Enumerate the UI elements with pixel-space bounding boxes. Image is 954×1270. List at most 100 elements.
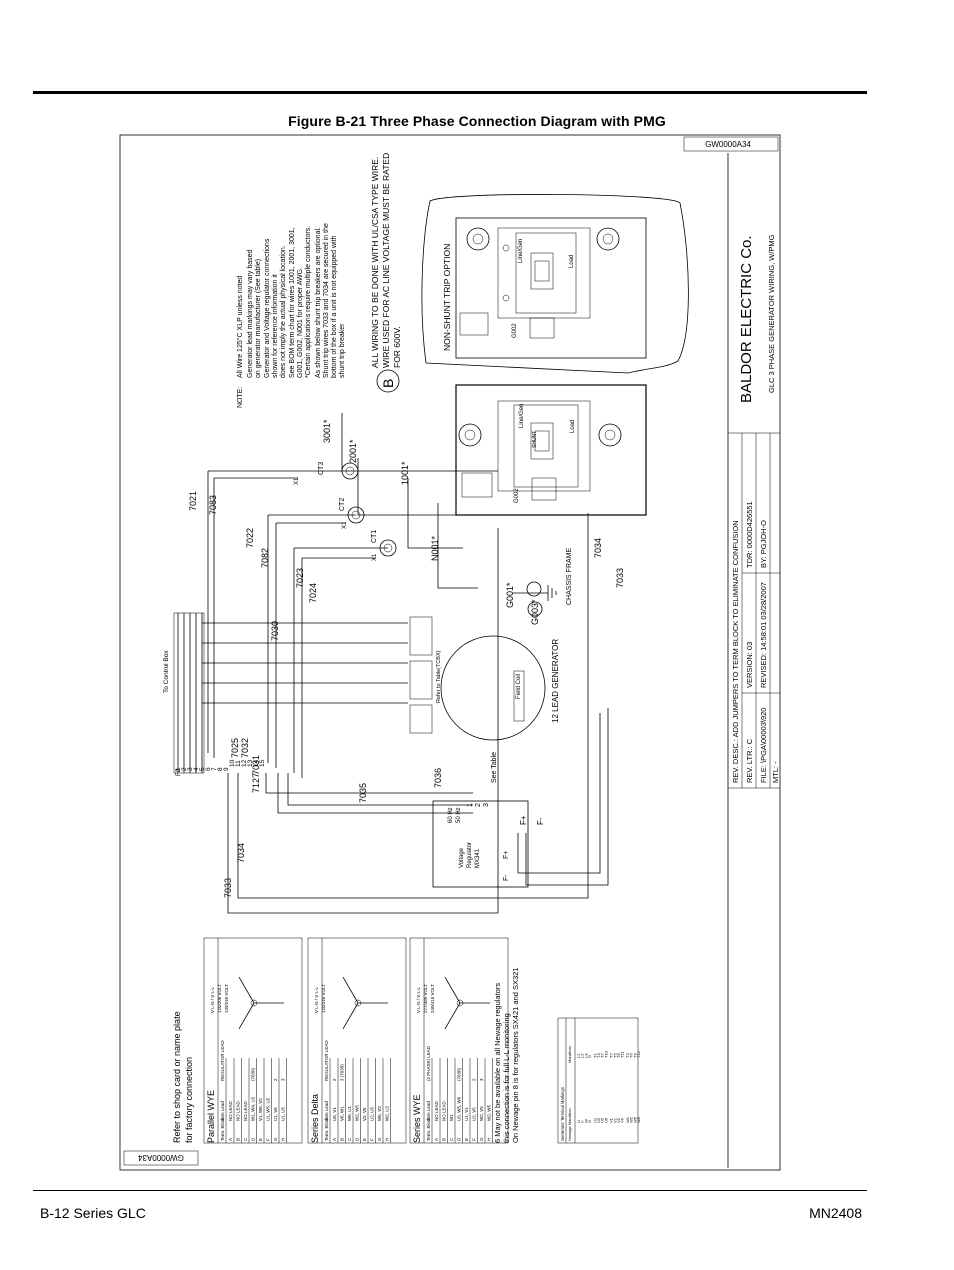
wire-7031: 7031 xyxy=(251,755,261,775)
drawing-frame xyxy=(119,134,781,1171)
footer-rule xyxy=(33,1190,867,1191)
wire-3001: 3001* xyxy=(322,419,332,443)
table-cell: B xyxy=(236,1138,241,1141)
table-cell: W5, V2 xyxy=(377,1106,382,1121)
reg-fminus: F- xyxy=(503,874,510,881)
note-line-7: G001, G002, N001 for proper AWG. xyxy=(297,267,304,378)
ct2-x1: X1 xyxy=(342,521,348,529)
tb-version: VERSION: 03 xyxy=(745,642,754,688)
tb-mtl: MTL: - xyxy=(771,761,780,783)
note-line-11: bottom of the box if a unit is not equip… xyxy=(331,235,338,378)
table-cell: A xyxy=(434,1138,439,1141)
tb-file: FILE: \PGA\00003\920 xyxy=(759,708,768,783)
ns-load: Load xyxy=(569,255,575,268)
reg-fplus: F+ xyxy=(503,851,510,859)
table-cell: 3 (7030) xyxy=(340,1064,345,1081)
term-7: 7 xyxy=(211,767,218,771)
table-cell: G xyxy=(273,1137,278,1141)
table-header-1: Gen Lead xyxy=(324,1101,329,1121)
ns-line-gen: Line/Gen xyxy=(518,239,524,263)
reg-t3: 3 xyxy=(483,803,490,807)
reg-t2: 2 xyxy=(475,803,482,807)
reg-title-1: Regulator xyxy=(467,842,473,868)
wire-7034-left: 7034 xyxy=(236,843,246,863)
reg-t1: 1 xyxy=(467,803,474,807)
ct1-x1: X1 xyxy=(372,553,378,561)
table-cell: G xyxy=(377,1137,382,1141)
marking-cell: T8 xyxy=(616,1053,621,1058)
table-cell: G xyxy=(479,1137,484,1141)
drawing-number-box-bottom xyxy=(123,1150,199,1166)
ct3-label: CT3 xyxy=(318,462,325,475)
ct3-x1: X1 xyxy=(294,477,300,485)
wire-g003: G003* xyxy=(530,599,540,625)
note-line-12: shunt trip breaker xyxy=(339,323,346,378)
table-header-2: (2 PHASE) LEAD xyxy=(426,1045,431,1081)
generator-label: 12 LEAD GENERATOR xyxy=(551,639,560,723)
term-9: 9 xyxy=(223,767,230,771)
marking-cell: U1 xyxy=(592,1117,597,1123)
tb-revised: REVISED: 14:58:01 03/28/2007 xyxy=(759,582,768,688)
marking-cell: T2 xyxy=(609,1053,614,1058)
wire-7035: 7035 xyxy=(358,783,368,803)
wire-7034-right: 7034 xyxy=(593,538,603,558)
table-cell: F xyxy=(370,1138,375,1141)
table-cell: F xyxy=(472,1138,477,1141)
table-cell: H xyxy=(281,1138,286,1141)
table-cell: H xyxy=(385,1138,390,1141)
table-cell: W1 xyxy=(449,1114,454,1121)
term-6: 6 xyxy=(205,767,212,771)
non-shunt-label: NON-SHUNT TRIP OPTION xyxy=(442,244,452,351)
f-minus-label: F- xyxy=(536,817,545,825)
wire-7023: 7023 xyxy=(295,568,305,588)
marking-cell: T3 xyxy=(625,1053,630,1058)
term-10: 10 xyxy=(229,759,236,767)
refer-line-1: for factory connection xyxy=(184,1057,194,1143)
note-b-line-2: FOR 600V. xyxy=(392,326,402,368)
table-title: Series Delta xyxy=(310,1094,320,1143)
term-11: 11 xyxy=(235,760,242,767)
drawing-number-box xyxy=(683,136,779,152)
table-cell: 3 xyxy=(479,1078,484,1081)
ct1-label: CT1 xyxy=(371,530,378,543)
table-cell: U1, V6 xyxy=(273,1107,278,1121)
term-8: 8 xyxy=(217,767,224,771)
marking-cell: W5 xyxy=(632,1116,637,1123)
table-cell: V6, W1 xyxy=(340,1106,345,1121)
header-rule xyxy=(33,91,867,94)
marking-cell: T12 xyxy=(636,1050,641,1058)
table-volts: 240/416 VOLT xyxy=(430,984,435,1013)
term-4: 4 xyxy=(193,767,200,771)
table-title: Parallel WYE xyxy=(206,1090,216,1143)
marking-cell: V6 xyxy=(620,1117,625,1123)
reg-title-2: MX341 xyxy=(475,848,481,868)
terminal-strip-box xyxy=(173,612,205,774)
footnote-0: 6 May not be available on all Newage reg… xyxy=(493,983,502,1143)
reg-60hz: 60 Hz xyxy=(448,807,454,823)
table-cell: U1, V1 xyxy=(464,1107,469,1121)
note-b-line-0: ALL WIRING TO BE DONE WITH UL/CSA TYPE W… xyxy=(370,157,380,368)
current-transformers: CT3 CT2 CT1 X1 X1 X1 xyxy=(294,462,397,561)
wire-7030: 7030 xyxy=(270,621,280,641)
footer-right: MN2408 xyxy=(809,1205,862,1221)
marking-cell: L3 xyxy=(583,1053,588,1058)
marking-col-b: Marathon xyxy=(567,1046,572,1063)
table-cell: V2, V5 xyxy=(362,1107,367,1121)
wire-7022: 7022 xyxy=(245,528,255,548)
table-title: Series WYE xyxy=(412,1094,422,1143)
table-cell: C xyxy=(243,1137,248,1141)
table-cell: A xyxy=(332,1138,337,1141)
note-b-block: B ALL WIRING TO BE DONE WITH UL/CSA TYPE… xyxy=(370,153,402,393)
table-cell: E xyxy=(362,1138,367,1141)
table-cell: E xyxy=(258,1138,263,1141)
table-cell: C xyxy=(347,1137,352,1141)
table-cell: U1, W5, U2 xyxy=(266,1097,271,1121)
note-line-1: Generator lead markings may vary based xyxy=(247,250,254,378)
sb-load: Load xyxy=(570,420,576,433)
shunt-breaker: Line/Gen Load SHUNT G002 xyxy=(455,384,647,516)
drawing-number-bottom: GW0000A34 xyxy=(138,1153,184,1162)
